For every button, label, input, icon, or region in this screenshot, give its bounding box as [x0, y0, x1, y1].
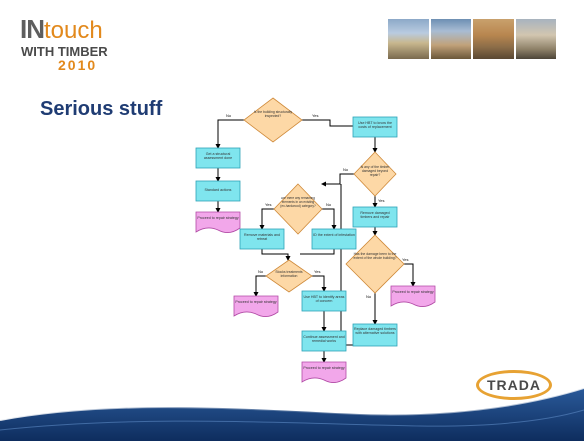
- terminal-t2-label: Proceed to repair strategy: [235, 300, 277, 304]
- connector-d2-no: [321, 173, 354, 187]
- decision-d3-label: Are there any remaining elements in an e…: [280, 197, 316, 208]
- process-p9-label: Replace damaged timbers with alternative…: [354, 327, 396, 336]
- process-p8-label: Continue assessment and remedial works: [303, 335, 345, 344]
- process-p1: Get a structural assessment done: [195, 147, 241, 169]
- building-photo-3: [473, 19, 514, 59]
- process-p6: ID the extent of infestation: [311, 228, 357, 250]
- process-p2-label: Standard actions: [204, 188, 232, 192]
- decision-d1-label: Is the building structurally inspected?: [253, 110, 293, 118]
- terminal-t3: Proceed to repair strategy: [390, 285, 436, 307]
- terminal-t3-label: Proceed to repair strategy: [392, 290, 434, 294]
- slide-title: Serious stuff: [40, 98, 163, 120]
- label-d3-yes: Yes: [265, 202, 272, 207]
- decision-d5-label: Stocks treatments information: [275, 270, 303, 278]
- decision-d3: Are there any remaining elements in an e…: [273, 183, 323, 235]
- connector-d1-yes: [302, 119, 361, 129]
- connector-d5-yes: [312, 275, 327, 292]
- building-photo-1: [388, 19, 429, 59]
- label-d4-no: No: [366, 294, 372, 299]
- connector-p6-merge: [300, 249, 335, 255]
- process-p6-label: ID the extent of infestation: [313, 233, 355, 237]
- label-d5-no: No: [258, 269, 264, 274]
- building-photo-4: [515, 19, 556, 59]
- logo-in: IN: [20, 14, 45, 44]
- process-p5-label: Remove materials and retreat: [244, 233, 280, 242]
- process-p7-label: Use HBT to identify areas of concern: [303, 295, 345, 304]
- logo-year: 2010: [58, 57, 98, 73]
- process-p9: Replace damaged timbers with alternative…: [352, 323, 398, 347]
- building-photo-2: [430, 19, 471, 59]
- footer-wave: [0, 387, 584, 441]
- connector-d1-no: [215, 119, 244, 149]
- label-d2-no: No: [343, 167, 349, 172]
- process-p4: Remove damaged timbers and repair: [352, 206, 398, 228]
- label-d2-yes: Yes: [378, 198, 385, 203]
- connector-d3-no: [320, 208, 337, 230]
- terminal-t4-label: Proceed to repair strategy: [303, 366, 345, 370]
- process-p3: Use HBT to know the costs of replacement: [352, 116, 398, 138]
- label-d1-no: No: [226, 113, 232, 118]
- trada-logo-text: TRADA: [487, 377, 541, 393]
- terminal-t1: Proceed to repair strategy: [195, 211, 241, 233]
- header-photo-strip: [388, 19, 556, 59]
- branch-labels: No Yes Yes No Yes No Yes No No Yes: [226, 113, 409, 299]
- decision-d2-label: Is any of the timber damaged beyond repa…: [360, 165, 390, 177]
- process-p4-label: Remove damaged timbers and repair: [360, 211, 390, 220]
- label-d5-yes: Yes: [314, 269, 321, 274]
- trada-logo-oval: [476, 370, 552, 400]
- process-p5: Remove materials and retreat: [239, 228, 285, 250]
- decision-d4-label: Has the damage been to the extent of the…: [353, 252, 397, 260]
- terminal-t2: Proceed to repair strategy: [233, 295, 279, 317]
- decision-d5: Stocks treatments information: [265, 259, 313, 293]
- connector-d3-yes: [259, 208, 278, 230]
- decision-d1: Is the building structurally inspected?: [243, 97, 303, 143]
- logo-with-timber: WITH TIMBER: [21, 44, 108, 59]
- label-d4-yes: Yes: [402, 257, 409, 262]
- decision-d2: Is any of the timber damaged beyond repa…: [353, 151, 397, 197]
- connector-d5-no: [253, 275, 266, 297]
- process-p2: Standard actions: [195, 180, 241, 202]
- process-p3-label: Use HBT to know the costs of replacement: [358, 121, 392, 130]
- terminal-t4: Proceed to repair strategy: [301, 361, 347, 383]
- process-p1-label: Get a structural assessment done: [203, 152, 233, 161]
- trada-logo: TRADA: [476, 370, 556, 402]
- connector-p5-merge: [261, 249, 291, 261]
- process-p7: Use HBT to identify areas of concern: [301, 290, 347, 312]
- logo-line-1: INtouch: [20, 16, 103, 44]
- decision-d4: Has the damage been to the extent of the…: [345, 234, 405, 294]
- logo-touch: touch: [44, 17, 103, 44]
- process-p8: Continue assessment and remedial works: [301, 330, 347, 352]
- label-d1-yes: Yes: [312, 113, 319, 118]
- terminal-t1-label: Proceed to repair strategy: [197, 216, 239, 220]
- label-d3-no: No: [326, 202, 332, 207]
- intouch-logo: INtouch WITH TIMBER 2010: [20, 16, 150, 82]
